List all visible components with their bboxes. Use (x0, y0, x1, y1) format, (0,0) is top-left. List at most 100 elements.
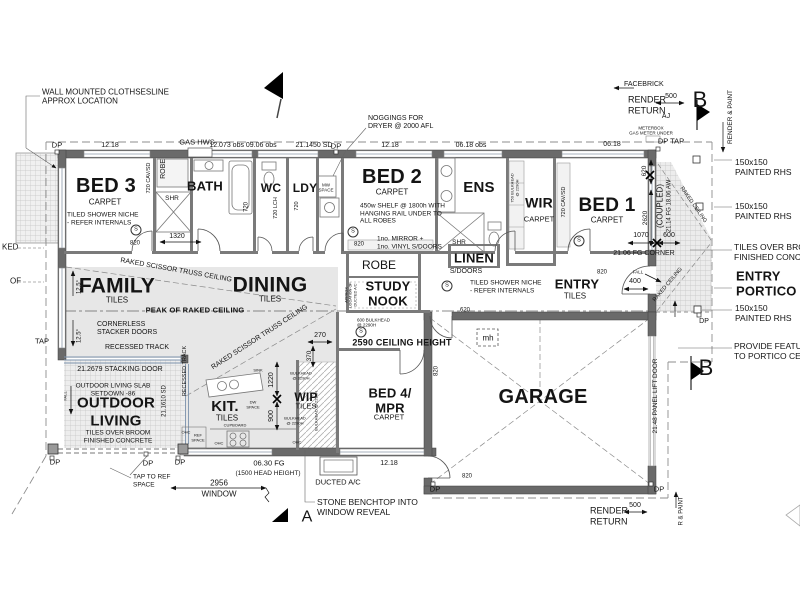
bed1-label: BED 1 (578, 194, 636, 216)
dw-space-label: DW SPACE (246, 399, 260, 409)
ohc-label-2: OHC (214, 440, 224, 446)
mh-box (476, 328, 499, 347)
ducted-approx-note: APPROX LOCATION OF DUCTED A/C (344, 282, 358, 308)
entry-floor: TILES (563, 291, 587, 301)
family-floor: TILES (105, 295, 129, 305)
cavsd2-label: 720 CAV/SD (560, 186, 567, 218)
laundry-trough (319, 197, 340, 218)
leaders (18, 95, 732, 503)
render-return-bottom-note: RENDER RETURN (590, 505, 629, 526)
dim-620-hall: 620 (459, 307, 471, 314)
dim-370: 370 (306, 350, 314, 362)
dp-garage-2: DP (653, 484, 665, 494)
entry-portico-label: ENTRY PORTICO (736, 268, 797, 299)
dimensions (68, 85, 726, 515)
section-a-bottom-marker (272, 508, 288, 522)
shr2-label: SHR (452, 239, 466, 247)
doors (131, 228, 651, 479)
bulkhead-wir-note: 750 BULKHEAD @ 2290H (509, 173, 519, 203)
ohc-label-1: OHC (181, 429, 191, 435)
dim-400: 400 (629, 277, 641, 285)
dp-ol-2: DP (174, 457, 186, 467)
stacker-doors-glazing (64, 356, 189, 444)
coupled-label: (COUPLED) (655, 183, 665, 229)
dim-top-4: 12.18 (381, 141, 399, 149)
kit-label: KIT. (211, 398, 239, 416)
study-desk (349, 281, 417, 309)
ol-post-2 (177, 443, 189, 455)
switch-symbol-3: S (441, 280, 453, 292)
bed3-label: BED 3 (76, 175, 136, 198)
outdoor-label: OUTDOOR LIVING (76, 394, 156, 429)
interior-walls (64, 158, 648, 453)
left-cut-1: KED (2, 242, 19, 252)
dim-620-bed1: 620 (641, 165, 649, 177)
bed4-floor: CARPET (373, 412, 405, 422)
wc-label: WC (260, 180, 282, 195)
wip-label: WIP (294, 389, 318, 404)
dp-squares (49, 146, 702, 487)
garage-label: GARAGE (498, 386, 588, 409)
ducted-ac-unit (319, 456, 358, 476)
render-paint-right-note: RENDER & PAINT (727, 89, 735, 145)
rhs-post-2 (695, 202, 704, 211)
bed3-shower (155, 191, 192, 233)
sink-label: SINK (253, 367, 263, 373)
dim-820-garage: 820 (461, 473, 473, 480)
switch-symbol-2: S (347, 226, 359, 238)
dim-1220: 1220 (267, 372, 275, 388)
linen-label: LINEN (454, 250, 494, 266)
dim-1320: 1320 (169, 232, 185, 240)
dim-820-bed2: 820 (353, 241, 365, 248)
rhs-note-1: 150x150 PAINTED RHS (735, 156, 792, 177)
dim-600: 600 (663, 231, 675, 239)
ceiling-height-label: 2590 CEILING HEIGHT (352, 337, 452, 348)
section-b-bottom-flag (691, 362, 704, 380)
study-label: STUDY NOOK (365, 278, 411, 309)
cooktop (226, 430, 250, 448)
fg-corner-label: 21.06 FG CORNER (613, 249, 675, 257)
ducted-label: DUCTED A/C (315, 477, 361, 487)
panel-door-label: 21.48 PANEL LIFT DOOR (652, 358, 660, 434)
entry-label: ENTRY (554, 276, 600, 292)
garage-panel-door (648, 335, 656, 467)
dp-bottom-left: DP (142, 458, 154, 468)
deg2-label: 12.5° (76, 328, 83, 344)
dim-720-bath: 720 (243, 201, 250, 213)
kit-floor: TILES (215, 413, 239, 423)
dim-1218-bed4: 12.18 (380, 459, 398, 467)
deg1-label: 12.5° (76, 279, 83, 295)
ens-label: ENS (463, 179, 495, 197)
kitchen-island (205, 372, 264, 398)
dining-floor: TILES (258, 294, 282, 304)
head-height-label: (1500 HEAD HEIGHT) (235, 470, 301, 478)
family-label: FAMILY (78, 274, 156, 298)
gas-hws-label: GAS HWS (179, 137, 215, 147)
dim-720-lch: 720 LCH (272, 197, 279, 219)
section-markers (264, 72, 800, 527)
ldy-label: LDY (292, 180, 318, 195)
bed3-robe (156, 158, 189, 188)
stone-note: STONE BENCHTOP INTO WINDOW REVEAL (317, 496, 418, 517)
bed2-floor: CARPET (375, 187, 409, 197)
ref-space-label: REF SPACE (191, 432, 205, 442)
sdoors-label: S/DOORS (449, 267, 483, 275)
wc-pan (263, 171, 275, 187)
bed2-robe (347, 239, 434, 251)
dim-top-1: 12.18 (101, 141, 119, 149)
ens-vanity (437, 157, 456, 213)
switch-symbol-1: S (130, 224, 142, 236)
bulk-note-3: BULKHEAD @ 2290H (313, 391, 319, 431)
dp-top-left: DP (51, 140, 63, 150)
mw-space-box (316, 175, 337, 198)
recessed1-label: RECESSED TRACK (105, 343, 170, 351)
cornerless-note: CORNERLESS STACKER DOORS (97, 320, 158, 336)
noggings-note: NOGGINGS FOR DRYER @ 2000 AFL (368, 114, 434, 130)
dp-top-mid: DP (330, 141, 342, 151)
cupboard-label: CUPBOARD (223, 422, 247, 428)
family-dining-kitchen-floor (64, 267, 338, 448)
dp-garage-1: DP (429, 484, 441, 494)
sd-ol-label: 21.1610 SD (161, 385, 168, 417)
